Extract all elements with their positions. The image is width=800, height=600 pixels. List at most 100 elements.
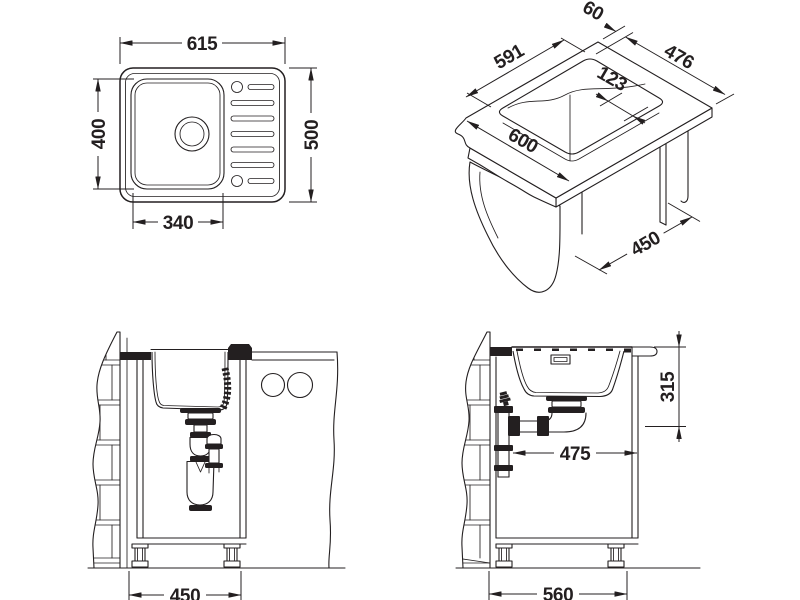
leg-stem [226, 547, 238, 562]
dim-500-label: 500 [302, 120, 323, 151]
drain-nut [548, 407, 585, 413]
branch-dome [206, 433, 222, 445]
groove [230, 115, 275, 122]
groove [230, 146, 275, 153]
drain-flange [180, 408, 221, 413]
dim-text-mask [87, 112, 106, 156]
rim-tick [606, 348, 613, 353]
worktop-cut-fill [120, 352, 151, 360]
plan-view: 615 400 500 340 [87, 34, 323, 234]
trap-nut [205, 463, 223, 468]
extension-line [574, 255, 608, 275]
worktop-end [631, 346, 658, 357]
drain-piping [494, 391, 587, 478]
dimension-line [607, 100, 634, 117]
panel-bottom-edge [659, 221, 667, 226]
pipe-nut [537, 416, 549, 436]
leg-foot [223, 560, 241, 568]
dim-text-mask [622, 224, 668, 262]
drainboard-grooves [230, 81, 275, 187]
overflow-hose [218, 367, 232, 412]
dim-400-label: 400 [89, 119, 110, 150]
front-section-view: 315 475 560 [455, 331, 701, 600]
cabinet-leg [607, 543, 625, 568]
sink-rim-inner-line [125, 73, 280, 197]
extension-line [560, 37, 586, 53]
brick-hatch [461, 337, 490, 564]
extension-line [466, 92, 492, 108]
sink-side-profile [150, 344, 252, 412]
extension-line [715, 93, 735, 105]
sink-front-profile [512, 350, 625, 413]
leg-stem [610, 547, 622, 562]
extension-line [667, 202, 701, 222]
dim-560-label: 560 [543, 585, 574, 600]
dimension-arrow [603, 22, 617, 32]
dimension-arrow [632, 115, 646, 125]
extension-line [595, 32, 634, 55]
groove [230, 131, 275, 137]
rim-fastener-ticks [516, 348, 631, 353]
rim-tick [534, 348, 541, 353]
dim-drain-offset: 475 [512, 444, 638, 465]
leg-plate [607, 543, 625, 549]
sink-outline [119, 67, 286, 203]
drainboard-hole [231, 175, 243, 187]
leg-foot [131, 560, 149, 568]
groove-short [247, 178, 275, 184]
pipe-nut [494, 445, 513, 451]
extension-line [599, 92, 623, 107]
dim-drain-height: 315 [645, 331, 686, 442]
dim-text-mask [158, 213, 198, 231]
tail-pipe [193, 424, 208, 433]
trap-funnel [195, 461, 206, 473]
dim-615-label: 615 [187, 34, 218, 55]
groove-short [247, 84, 275, 90]
pipe-nut [494, 406, 513, 413]
worktop-cut-fill [228, 352, 252, 360]
dim-340-label: 340 [163, 213, 194, 234]
pipe-nut [494, 465, 513, 471]
dim-text-mask [164, 586, 206, 600]
dim-edge-offset: 60 [579, 0, 638, 55]
dim-60-label: 60 [579, 0, 607, 25]
leg-plate [495, 543, 513, 549]
dim-591-label: 591 [491, 40, 529, 74]
dimension-line [635, 42, 726, 95]
cabinet-right-panel [659, 143, 667, 226]
trap-body [186, 460, 215, 506]
groove [230, 162, 275, 168]
barb-ring [499, 391, 508, 396]
leg-foot [607, 560, 625, 568]
dim-315-label: 315 [658, 371, 679, 402]
bowl-outline [130, 78, 225, 190]
dim-text-mask [554, 444, 596, 462]
siphon-trap [180, 408, 223, 511]
overflow-hole [550, 354, 571, 365]
dim-overall-width: 615 [119, 34, 286, 64]
side-section-view: 450 [87, 331, 346, 600]
wall-drain-pipe [494, 391, 513, 478]
sink-back-ledge [228, 344, 252, 352]
worktop-side-section [120, 351, 339, 569]
cabinet-leg [223, 543, 241, 568]
bowl-inner-line [134, 82, 221, 186]
cabinet-side-section [136, 359, 247, 545]
branch-pipe [208, 448, 220, 464]
dim-cabinet-width: 560 [488, 571, 628, 600]
barb-ring [499, 394, 509, 400]
pipe-junction-nut [508, 416, 520, 436]
dimension-arrow [625, 36, 638, 46]
wall-section [461, 331, 491, 569]
worktop-cut-fill [490, 347, 512, 356]
rim-tick [570, 348, 577, 353]
trap-nut [190, 432, 211, 438]
rim-tick [588, 348, 595, 353]
worktop-front-section [490, 346, 658, 357]
dim-bowl-width: 340 [132, 193, 224, 234]
drain-flange [546, 396, 587, 401]
trap-side-branch [205, 433, 223, 474]
drain-hole-inner [179, 121, 205, 147]
